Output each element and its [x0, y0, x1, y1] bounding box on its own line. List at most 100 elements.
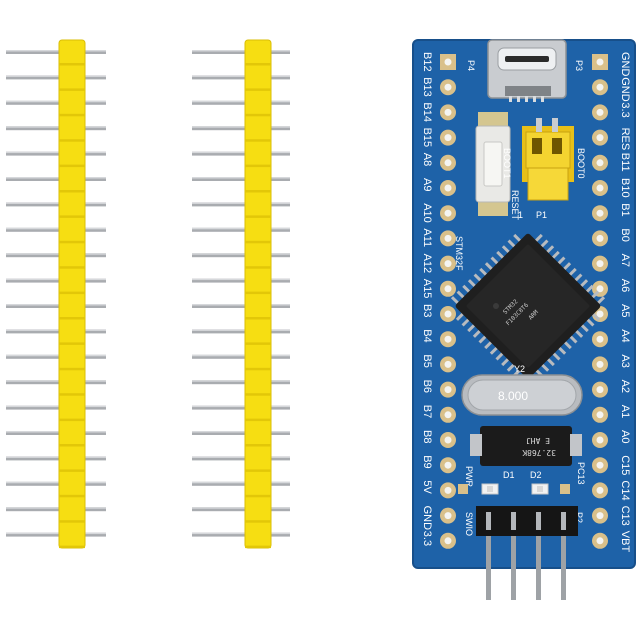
right-pin-label: 3.3 — [619, 102, 631, 117]
header-pin — [192, 177, 290, 181]
left-pin-label: A11 — [421, 228, 433, 247]
right-pin-label: VBT — [619, 531, 631, 553]
header-pin — [192, 126, 290, 131]
crystal-8mhz: 8.000 — [461, 374, 583, 416]
left-pin-label: 3.3 — [421, 531, 433, 546]
right-pin-label: A1 — [619, 405, 631, 418]
pwr-label: PWR — [464, 466, 474, 487]
y2-label: Y2 — [514, 364, 525, 374]
right-pin-label: A7 — [619, 254, 631, 267]
header-pin — [6, 380, 106, 385]
header-pin — [192, 456, 290, 461]
header-pin — [192, 507, 290, 512]
left-pin-label: A12 — [421, 254, 433, 274]
header-pin — [192, 431, 290, 435]
rtc-crystal: 32.768K E AHJ — [470, 426, 582, 466]
header-pin — [192, 253, 290, 258]
boot0-label: BOOT0 — [576, 148, 586, 179]
right-pin-label: B0 — [619, 228, 631, 241]
left-pin-label: A9 — [421, 178, 433, 191]
swd-header — [476, 506, 578, 600]
left-pin-label: B13 — [421, 77, 433, 97]
pin-headers — [6, 39, 290, 549]
p3-label: P3 — [574, 60, 584, 71]
left-pin-label: B4 — [421, 329, 433, 342]
pin-header-strip — [192, 39, 290, 549]
header-pin — [192, 151, 290, 156]
header-pin — [192, 75, 290, 80]
pin-header-strip — [6, 39, 106, 549]
p1-label: P1 — [536, 210, 547, 220]
right-pin-label: A0 — [619, 430, 631, 443]
left-pin-label: B8 — [421, 430, 433, 443]
header-pin — [192, 100, 290, 105]
crystal-text: 8.000 — [498, 389, 528, 403]
right-pin-label: RES — [619, 128, 631, 151]
header-pin — [192, 50, 290, 54]
left-pin-label: B6 — [421, 380, 433, 393]
right-pin-label: GND — [619, 77, 631, 102]
header-pin — [192, 202, 290, 207]
header-pin — [192, 380, 290, 385]
header-pin — [6, 177, 106, 181]
header-pin — [192, 278, 290, 283]
header-pin — [6, 278, 106, 283]
left-pin-row — [440, 54, 456, 549]
left-pin-label: B12 — [421, 52, 433, 72]
right-pin-label: A2 — [619, 380, 631, 393]
right-pin-label: C14 — [619, 480, 631, 500]
right-pin-labels: GNDGND3.3RESB11B10B1B0A7A6A5A4A3A2A1A0C1… — [619, 52, 631, 552]
right-pin-label: B11 — [619, 153, 631, 172]
left-pin-label: B15 — [421, 128, 433, 148]
header-pin — [6, 481, 106, 486]
left-pin-label: A15 — [421, 279, 433, 299]
right-pin-label: A3 — [619, 354, 631, 367]
stm32-blue-pill-board: B12B13B14B15A8A9A10A11A12A15B3B4B5B6B7B8… — [412, 39, 636, 600]
left-pin-label: B14 — [421, 102, 433, 122]
stm-label: STM32F — [454, 236, 464, 271]
right-pin-label: C15 — [619, 455, 631, 475]
header-pin — [6, 532, 106, 537]
left-pin-label: A10 — [421, 203, 433, 223]
header-pin — [6, 405, 106, 410]
boot-jumpers — [522, 118, 574, 201]
header-pin — [6, 253, 106, 258]
left-pin-label: A8 — [421, 153, 433, 166]
header-pin — [6, 354, 106, 359]
header-pin — [6, 329, 106, 334]
header-pin — [192, 405, 290, 410]
header-pin — [6, 100, 106, 105]
header-pin — [192, 481, 290, 486]
left-pin-label: B3 — [421, 304, 433, 317]
header-pin — [6, 126, 106, 131]
pin1-label: 1 — [518, 210, 523, 220]
status-leds — [458, 483, 570, 495]
left-pin-label: B7 — [421, 405, 433, 418]
header-pin — [6, 227, 106, 232]
header-pin — [6, 431, 106, 435]
left-pin-label: GND — [421, 506, 433, 530]
header-pin — [6, 507, 106, 512]
header-pin — [192, 329, 290, 334]
swio-label: SWIO — [464, 512, 474, 536]
header-pin — [192, 532, 290, 537]
left-pin-labels: B12B13B14B15A8A9A10A11A12A15B3B4B5B6B7B8… — [421, 52, 433, 546]
header-pin — [6, 151, 106, 156]
header-pin — [6, 456, 106, 461]
header-pin — [192, 354, 290, 359]
header-pin — [6, 75, 106, 80]
right-pin-label: B1 — [619, 203, 631, 216]
header-pin — [192, 304, 290, 308]
reset-button — [475, 112, 511, 216]
stm32-mcu-chip: STM32 F103C8T6 ARM — [450, 233, 606, 384]
right-pin-label: C13 — [619, 506, 631, 526]
left-pin-label: 5V — [421, 480, 433, 494]
right-pin-label: A5 — [619, 304, 631, 317]
left-pin-label: B9 — [421, 455, 433, 468]
header-pin — [6, 304, 106, 308]
right-pin-label: A6 — [619, 279, 631, 292]
header-pin — [6, 50, 106, 54]
right-pin-label: A4 — [619, 329, 631, 342]
micro-usb-connector — [487, 39, 567, 102]
